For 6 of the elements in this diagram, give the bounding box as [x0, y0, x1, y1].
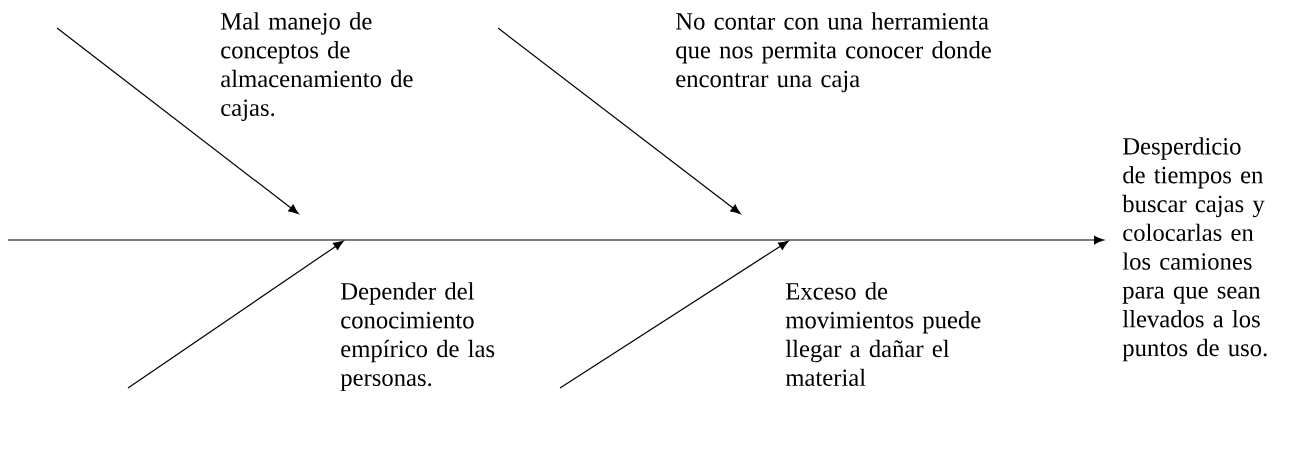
cause-text: Depender del conocimiento empírico de las personas.	[340, 282, 495, 392]
cause-text: Mal manejo de conceptos de almacenamiento de cajas.	[221, 12, 413, 122]
effect-text: Desperdicio de tiempos en buscar cajas y colocarlas en los camiones para que sean llevados a los puntos de uso.	[1122, 137, 1267, 362]
cause-text: Exceso de movimientos puede llegar a dañar el material	[785, 282, 981, 387]
spine-arrow	[7, 235, 1105, 245]
cause-text: No contar con una herramienta que nos permita conocer donde encontrar una caja	[676, 12, 991, 93]
